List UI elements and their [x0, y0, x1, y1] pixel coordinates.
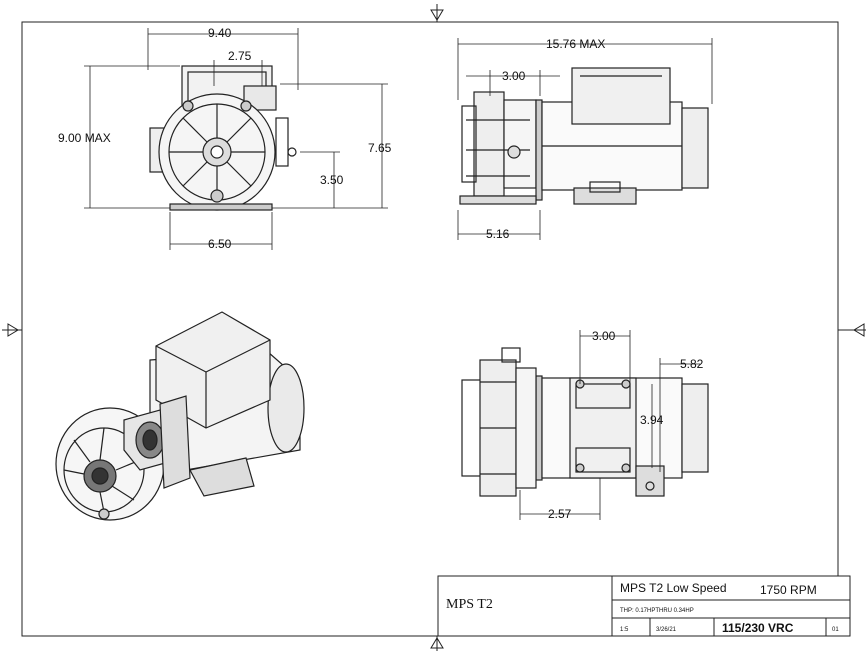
title-block-description: MPS T2 Low Speed: [620, 581, 727, 595]
isometric-view: [55, 311, 305, 521]
center-marker-bottom: [430, 636, 444, 651]
title-block-sheet: 01: [832, 627, 839, 633]
center-marker-top: [430, 4, 444, 22]
dim-top-mount: 3.94: [640, 413, 664, 427]
center-marker-right: [838, 323, 866, 337]
dim-front-width: 9.40: [208, 26, 232, 40]
dim-front-height-max: 9.00 MAX: [58, 131, 111, 145]
dim-front-inlet: 2.75: [228, 49, 252, 63]
dim-top-width: 5.82: [680, 357, 704, 371]
front-view-dimension-lines: [84, 28, 388, 250]
side-view-dimension-lines: [457, 38, 713, 240]
title-block-scale: 1:5: [620, 627, 629, 633]
dim-top-base: 2.57: [548, 507, 572, 521]
front-view: [149, 65, 297, 211]
title-block-voltage: 115/230 VRC: [722, 621, 794, 635]
dim-side-length-max: 15.76 MAX: [546, 37, 605, 51]
top-view-dimension-lines: [519, 330, 700, 520]
dim-front-height: 7.65: [368, 141, 392, 155]
title-block-date: 3/26/21: [656, 627, 677, 633]
side-view: [459, 67, 709, 205]
title-block-power: THP: 0.17HPTHRU 0.34HP: [620, 608, 694, 614]
title-block-speed: 1750 RPM: [760, 583, 817, 597]
dim-front-center: 3.50: [320, 173, 344, 187]
center-marker-left: [2, 323, 22, 337]
title-block: [437, 575, 851, 637]
dim-side-base: 5.16: [486, 227, 510, 241]
top-view: [461, 347, 709, 497]
title-block-model: MPS T2: [446, 597, 493, 612]
dim-front-base: 6.50: [208, 237, 232, 251]
dim-top-offset: 3.00: [592, 329, 616, 343]
dim-side-offset: 3.00: [502, 69, 526, 83]
sheet-border: [21, 21, 839, 637]
